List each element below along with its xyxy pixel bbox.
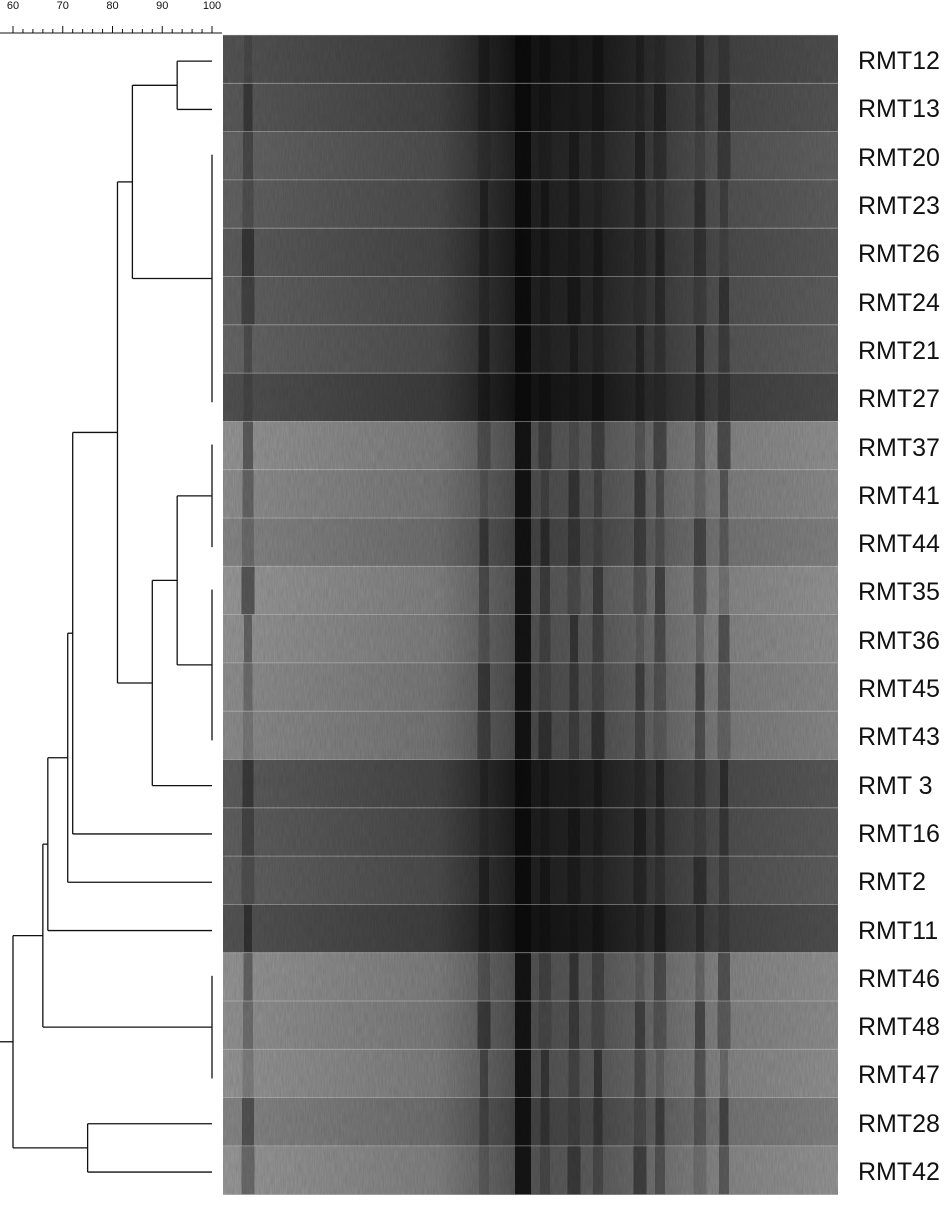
lane-label: RMT21 <box>858 336 940 365</box>
lane-label: RMT20 <box>858 143 940 172</box>
gel-texture <box>223 35 838 1195</box>
scale-tick-label: 70 <box>56 0 69 12</box>
lane-label: RMT43 <box>858 723 940 752</box>
lane-label: RMT11 <box>858 916 939 945</box>
lane-label: RMT2 <box>858 868 933 897</box>
lane-label: RMT23 <box>858 192 940 221</box>
lane-label: RMT35 <box>858 578 940 607</box>
lane-label: RMT48 <box>858 1013 940 1042</box>
scale-tick-label: 80 <box>106 0 119 12</box>
lane-label: RMT13 <box>858 95 940 124</box>
lane-label: RMT26 <box>858 240 940 269</box>
lane-label: RMT28 <box>858 1109 940 1138</box>
lane-label: RMT27 <box>858 385 940 414</box>
lane-label: RMT37 <box>858 433 940 462</box>
lane-label: RMT47 <box>858 1061 940 1090</box>
lane-label: RMT45 <box>858 675 940 704</box>
lane-label: RMT44 <box>858 530 940 559</box>
lane-label: RMT42 <box>858 1158 940 1187</box>
lane-label: RMT12 <box>858 47 940 76</box>
lane-label: RMT24 <box>858 288 940 317</box>
lane-label: RMT 3 <box>858 771 933 800</box>
scale-tick-label: 90 <box>156 0 169 12</box>
dendrogram-tree <box>0 60 213 1173</box>
similarity-scale <box>0 26 222 34</box>
gel-image <box>223 34 838 1195</box>
scale-tick-label: 60 <box>6 0 20 12</box>
lane-label: RMT16 <box>858 819 940 848</box>
lane-label: RMT36 <box>858 626 940 655</box>
lane-label: RMT46 <box>858 964 940 993</box>
scale-tick-label: 100 <box>202 0 222 12</box>
lane-label: RMT41 <box>858 481 940 510</box>
